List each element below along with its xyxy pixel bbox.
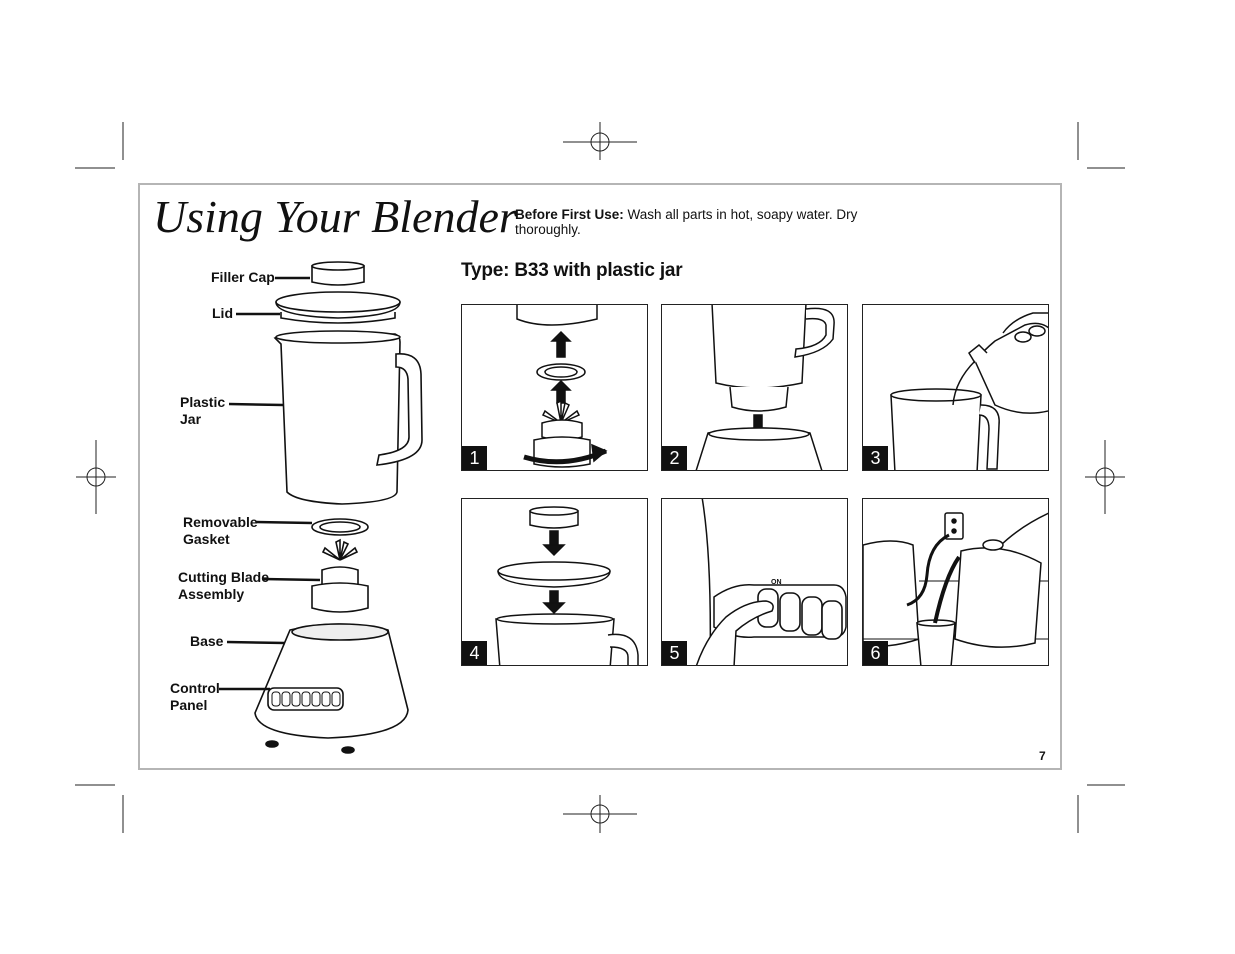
- step-2-illustration: [695, 305, 835, 470]
- step-4-panel: 4: [461, 498, 648, 666]
- step-3-illustration: [890, 312, 1048, 470]
- step-6-panel: 6: [862, 498, 1049, 666]
- label-control-line2: Panel: [170, 697, 208, 713]
- step-1-panel: 1: [461, 304, 648, 471]
- type-heading: Type: B33 with plastic jar: [461, 260, 683, 281]
- label-plastic-jar-line1: Plastic: [180, 394, 226, 410]
- label-blade-assembly: Cutting Blade Assembly: [178, 569, 269, 603]
- step-5-panel: ON 5: [661, 498, 848, 666]
- step-6-illustration: [863, 512, 1048, 665]
- step-5-on-label: ON: [771, 579, 782, 586]
- step-5-illustration: [695, 499, 847, 665]
- step-4-number: 4: [462, 641, 487, 665]
- label-plastic-jar-line2: Jar: [180, 411, 202, 427]
- label-gasket: Removable Gasket: [183, 514, 258, 548]
- step-3-number: 3: [863, 446, 888, 470]
- step-5-number: 5: [662, 641, 687, 665]
- before-first-use-text: Wash all parts in hot, soapy water. Dry …: [515, 207, 858, 237]
- label-control-panel: Control Panel: [170, 680, 220, 714]
- label-filler-cap: Filler Cap: [211, 269, 275, 285]
- page-frame: [138, 183, 1062, 770]
- label-control-line1: Control: [170, 680, 220, 696]
- step-1-number: 1: [462, 446, 487, 470]
- label-base: Base: [190, 633, 224, 649]
- page-title: Using Your Blender: [153, 191, 517, 242]
- label-blade-line1: Cutting Blade: [178, 569, 269, 585]
- label-gasket-line1: Removable: [183, 514, 258, 530]
- step-2-number: 2: [662, 446, 687, 470]
- label-plastic-jar: Plastic Jar: [180, 394, 225, 428]
- before-first-use-label: Before First Use:: [515, 207, 624, 222]
- step-2-panel: 2: [661, 304, 848, 471]
- page-number: 7: [1039, 749, 1046, 763]
- label-gasket-line2: Gasket: [183, 531, 230, 547]
- label-blade-line2: Assembly: [178, 586, 245, 602]
- step-4-illustration: [495, 506, 639, 665]
- step-1-illustration: [516, 305, 608, 468]
- step-3-panel: 3: [862, 304, 1049, 471]
- step-6-number: 6: [863, 641, 888, 665]
- label-lid: Lid: [212, 305, 233, 321]
- before-first-use-note: Before First Use: Wash all parts in hot,…: [515, 207, 875, 237]
